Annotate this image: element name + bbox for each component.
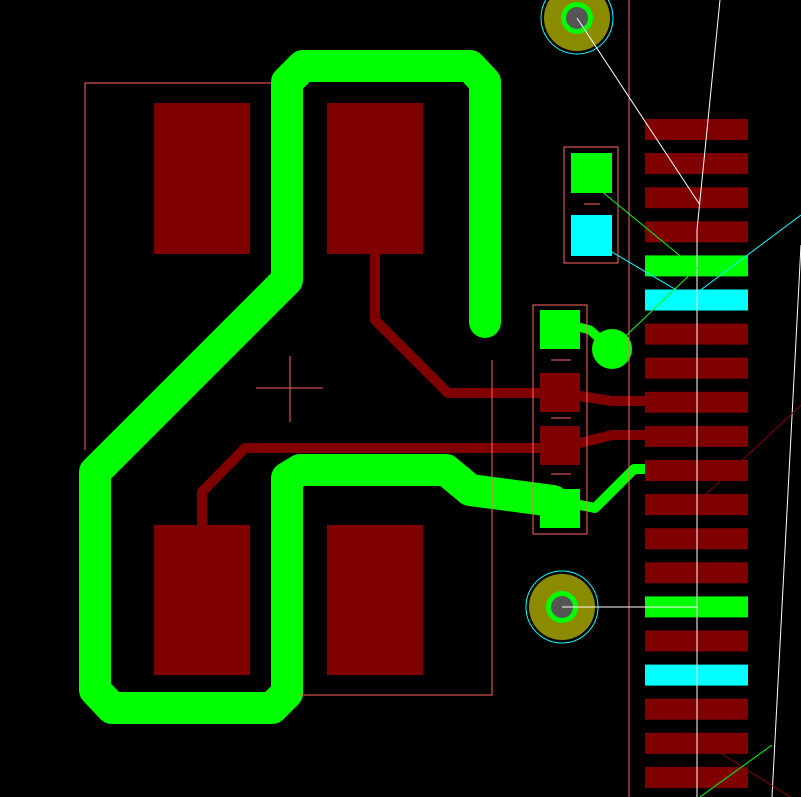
- bottom-trace-lower[interactable]: [197, 430, 650, 530]
- silkscreen: [84, 0, 630, 797]
- connector-finger-2[interactable]: [645, 153, 748, 175]
- part-pad-green[interactable]: [571, 153, 612, 193]
- ic-pad-4[interactable]: [540, 489, 580, 528]
- connector-finger-1[interactable]: [645, 119, 748, 140]
- large-pad-bottom-right[interactable]: [327, 525, 423, 675]
- part-pad-cyan[interactable]: [571, 215, 612, 256]
- large-pad-top-right[interactable]: [327, 103, 423, 254]
- ic-pad-2[interactable]: [540, 373, 580, 412]
- silk-big-outline: [84, 82, 272, 450]
- ic-pad-1[interactable]: [540, 310, 580, 349]
- silk-big-outline-right: [300, 360, 493, 696]
- sot-ic: [540, 310, 580, 528]
- two-pad-part: [571, 153, 612, 256]
- large-pad-top-left[interactable]: [154, 103, 250, 254]
- large-pad-bottom-left[interactable]: [154, 525, 250, 675]
- bottom-traces: [197, 249, 650, 530]
- top-trace-loop[interactable]: [79, 50, 569, 724]
- ic-pad-3[interactable]: [540, 426, 580, 465]
- ratsnest: [562, 0, 801, 797]
- silk-ic-outline: [532, 304, 588, 535]
- large-pads: [154, 103, 423, 675]
- mounting-hole-top[interactable]: [540, 0, 614, 55]
- bottom-trace-upper[interactable]: [370, 249, 650, 406]
- connector-finger-3[interactable]: [645, 187, 748, 209]
